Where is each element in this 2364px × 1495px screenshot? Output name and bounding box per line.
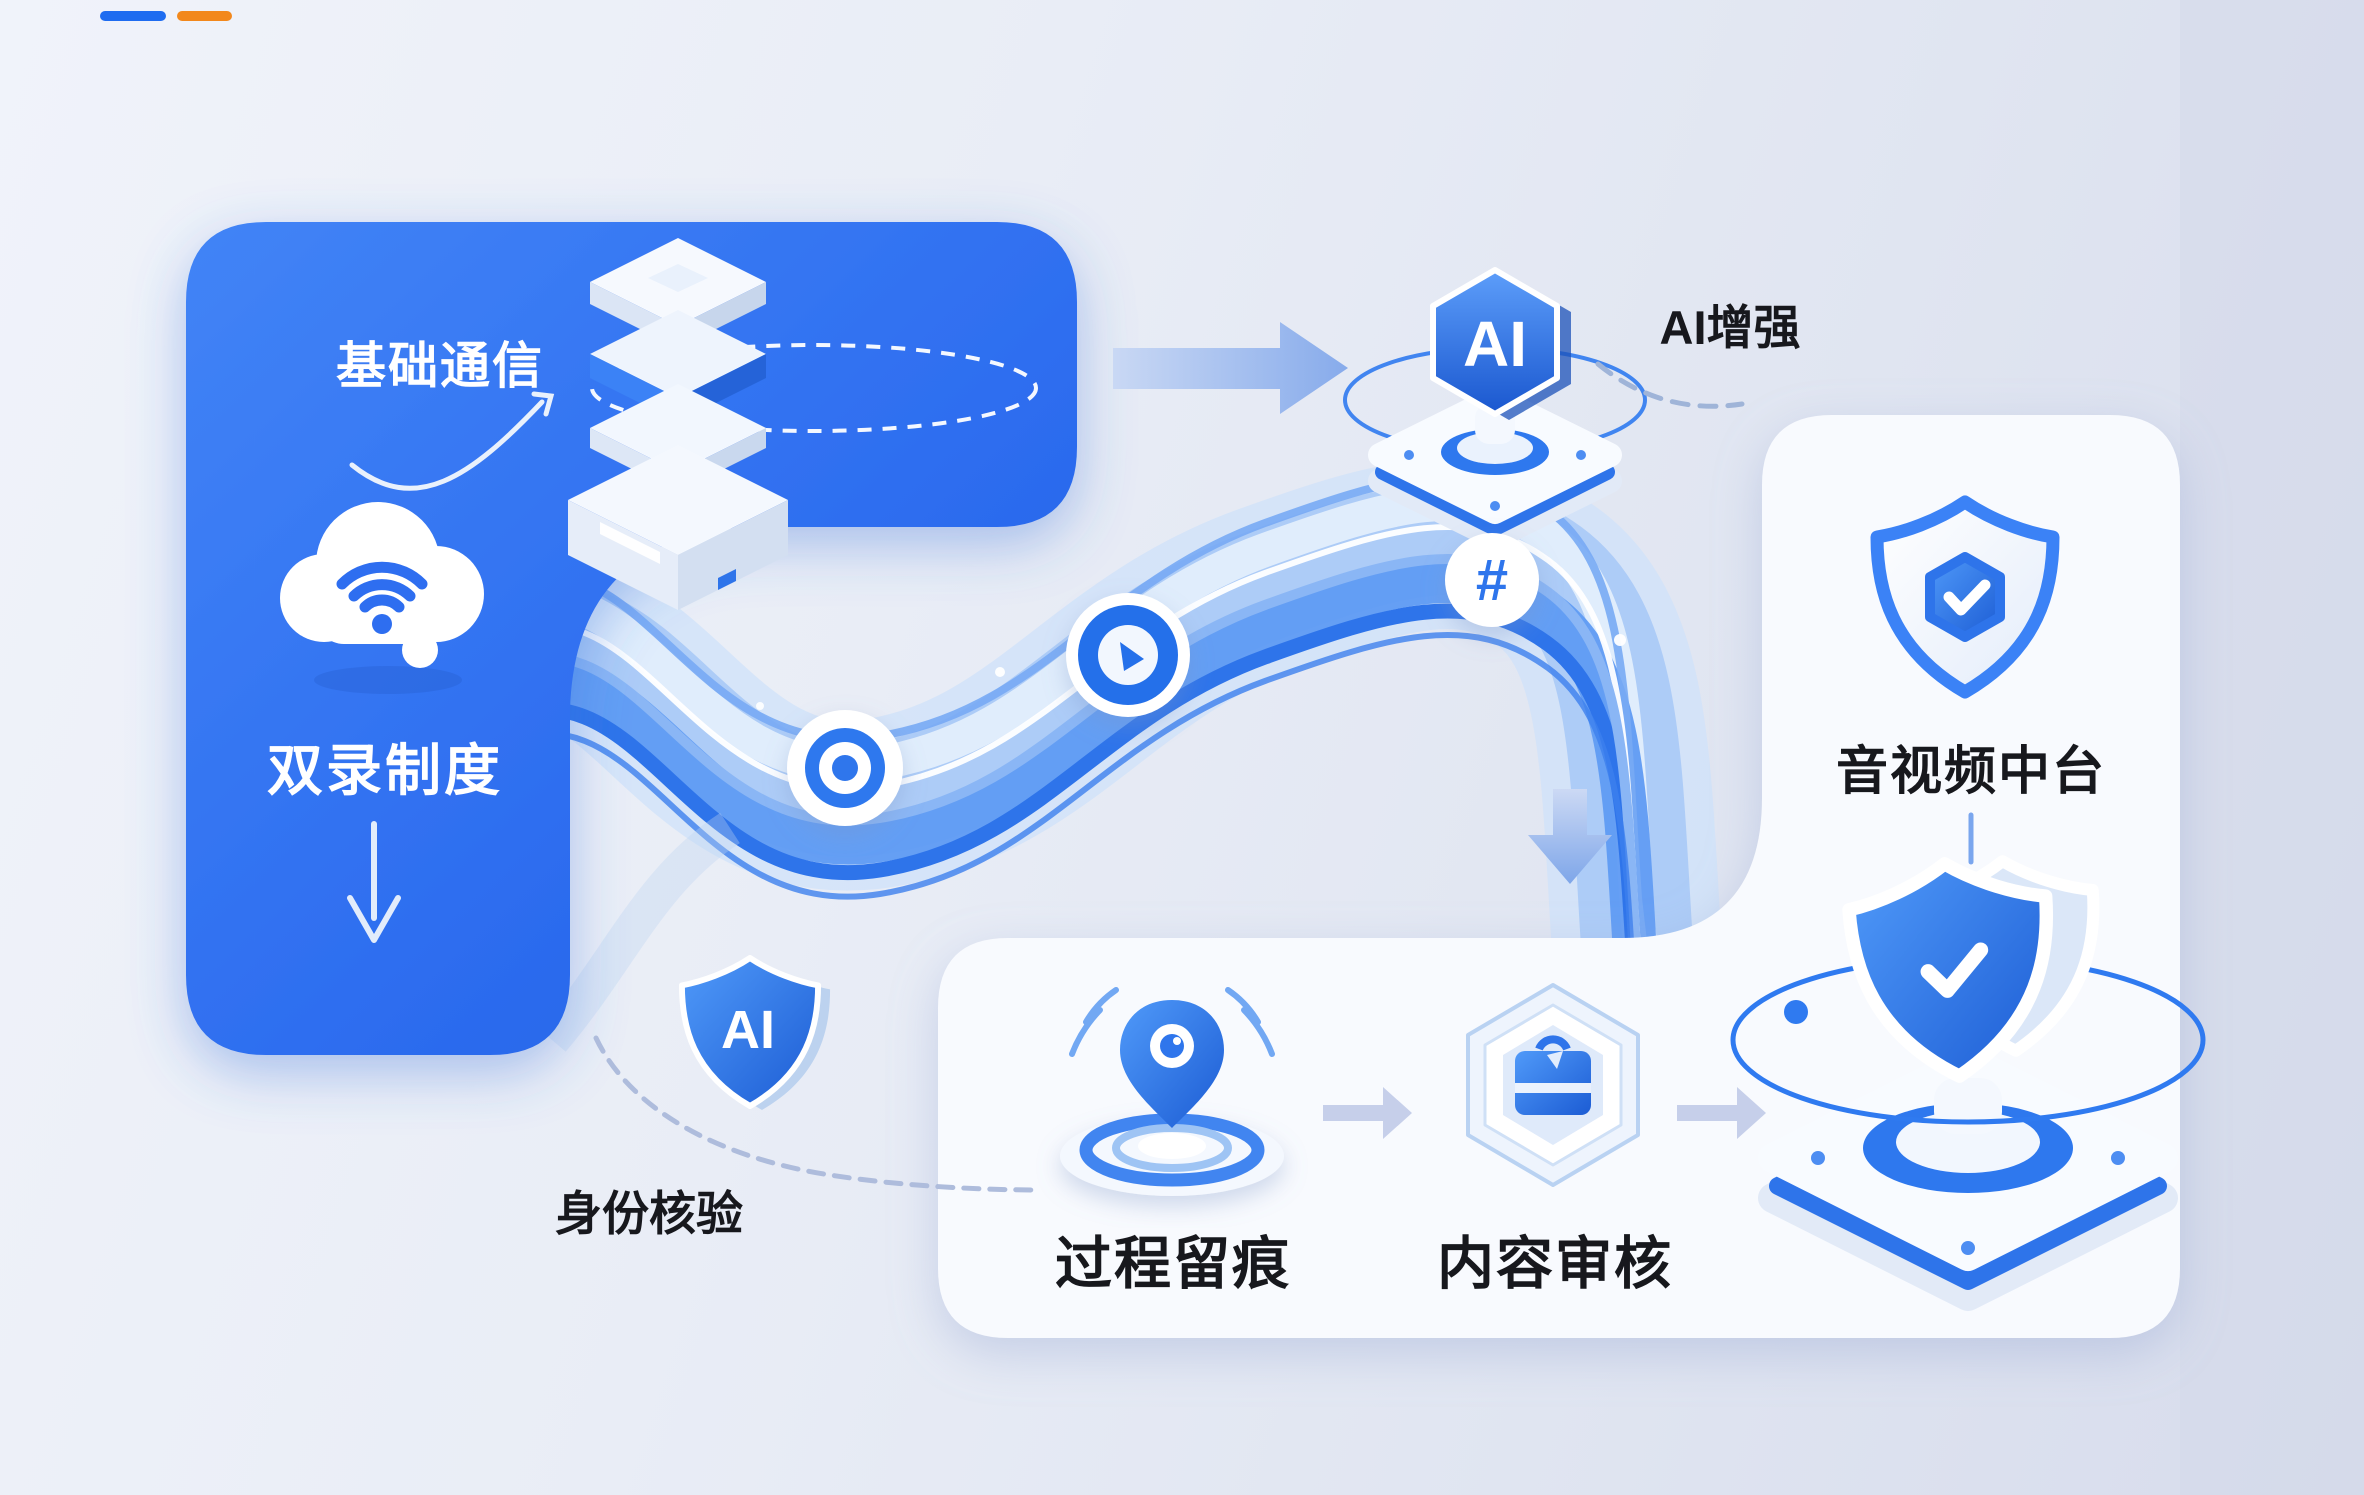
stacked-shield-check-icon <box>1842 855 2100 1083</box>
dual-recording-label: 双录制度 <box>267 739 503 802</box>
process-trace-icon <box>1060 987 1284 1196</box>
hash-icon: # <box>1476 548 1508 613</box>
arrow-right-small-icon <box>1677 1087 1766 1139</box>
background-right-strip <box>2180 0 2364 1495</box>
ai-shield-icon: AI <box>678 955 831 1110</box>
down-arrow-white-icon <box>347 821 401 943</box>
ai-badge-text: AI <box>1463 308 1527 380</box>
content-audit-label: 内容审核 <box>1437 1232 1673 1296</box>
base-communication-group <box>349 238 1038 610</box>
check-icon <box>1920 942 1989 998</box>
wave-node-hash: # <box>1445 533 1539 627</box>
wifi-waves-icon <box>336 561 428 613</box>
shield-check-icon <box>1870 495 2060 699</box>
legend-bar-orange <box>177 11 232 21</box>
cloud-wifi-icon <box>280 502 484 694</box>
base-communication-label: 基础通信 <box>336 338 544 394</box>
dashed-connector-identity <box>593 1035 1043 1193</box>
pedestal-icon <box>1758 1045 2178 1311</box>
orbit-dashed-ellipse <box>590 343 1038 433</box>
media-platform-label: 音视频中台 <box>1836 743 2106 801</box>
target-dot-icon <box>832 755 858 781</box>
data-stream-wave <box>480 477 1646 1126</box>
ai-badge-group: AI <box>1343 267 1647 550</box>
ai-hexagon-icon: AI <box>1430 267 1571 420</box>
arrow-down-icon <box>1528 789 1612 884</box>
media-hub-shield-group <box>1730 855 2206 1311</box>
content-audit-icon <box>1466 983 1640 1187</box>
identity-verify-label: 身份核验 <box>555 1187 743 1240</box>
wave-node-play <box>1066 593 1190 717</box>
arrow-right-large-icon <box>1113 322 1348 414</box>
curved-arrow-icon <box>349 391 555 491</box>
ai-shield-text: AI <box>721 1000 775 1060</box>
legend-bar-blue <box>100 11 166 21</box>
signal-arcs-icon <box>1069 987 1275 1057</box>
dual-recording-panel <box>186 222 1077 1055</box>
process-trace-label: 过程留痕 <box>1055 1232 1291 1296</box>
wave-node-target <box>787 710 903 826</box>
legend-bars <box>100 11 232 21</box>
server-stack-icon <box>568 238 788 610</box>
ai-enhance-label: AI增强 <box>1660 301 1801 354</box>
check-icon <box>1943 579 1991 616</box>
play-arrow-icon <box>1120 642 1144 671</box>
pedestal-icon <box>1368 386 1622 550</box>
arrow-right-small-icon <box>1323 1087 1412 1139</box>
